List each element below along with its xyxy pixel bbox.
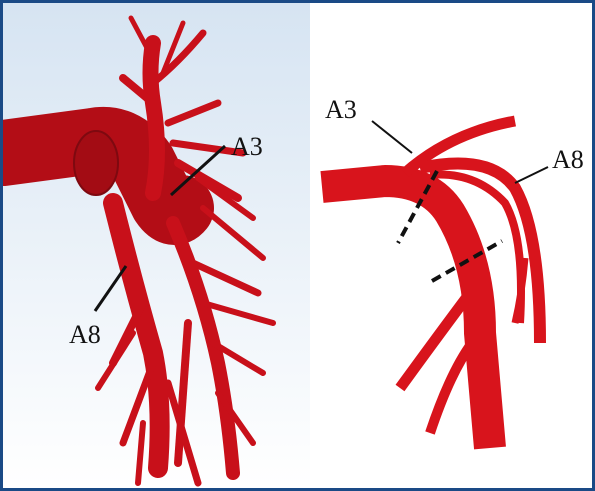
label-a3: A3 xyxy=(231,132,263,161)
schematic-svg: A3 A8 xyxy=(310,3,592,488)
trunk-vessel xyxy=(322,181,490,448)
left-panel-3d-render: A3 A8 xyxy=(3,3,310,488)
vessel-schematic xyxy=(322,121,540,448)
label-a3-schematic: A3 xyxy=(325,95,357,124)
branch-low-left-1 xyxy=(400,293,470,388)
label-a8: A8 xyxy=(69,320,101,349)
leader-line-a3-schematic xyxy=(372,121,412,153)
trunk-cut-face xyxy=(74,131,118,195)
branch-low-left-2 xyxy=(430,343,472,433)
leader-line-a8-schematic xyxy=(515,167,548,183)
right-panel-schematic: A3 A8 xyxy=(310,3,592,488)
label-a8-schematic: A8 xyxy=(552,145,584,174)
render-svg: A3 A8 xyxy=(3,3,310,488)
